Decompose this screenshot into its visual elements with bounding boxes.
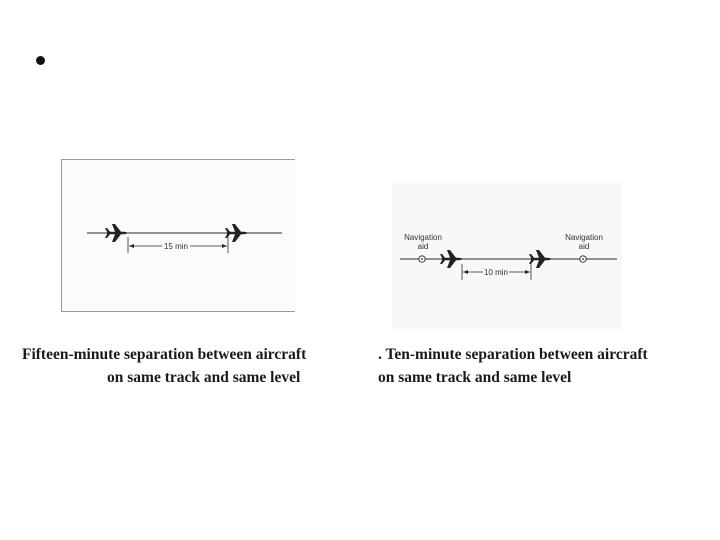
nav-aid-right-label-1: Navigation xyxy=(565,233,603,242)
caption-fifteen-line1: Fifteen-minute separation between aircra… xyxy=(22,346,307,363)
dim-arrow-left-icon xyxy=(129,244,134,248)
dim-label-10: 10 min xyxy=(484,268,508,277)
nav-aid-left-label-1: Navigation xyxy=(404,233,442,242)
dim-label-15: 15 min xyxy=(164,242,188,251)
figure-15-min-separation: 15 min xyxy=(61,159,295,312)
separation-diagram-15: 15 min xyxy=(87,224,282,253)
navigation-aid-right-icon xyxy=(579,255,587,263)
nav-aid-right-label-2: aid xyxy=(579,242,590,251)
aircraft-left-icon xyxy=(105,224,127,242)
aircraft-right-icon xyxy=(529,250,551,268)
caption-fifteen-line2: on same track and same level xyxy=(107,369,301,386)
dim-arrow-right-icon xyxy=(222,244,227,248)
caption-ten-prefix: . xyxy=(378,346,386,363)
caption-ten-line2: on same track and same level xyxy=(378,369,572,386)
caption-ten-line1: Ten-minute separation between aircraft xyxy=(385,346,648,363)
aircraft-right-icon xyxy=(225,224,247,242)
caption-fifteen-minute: Fifteen-minute separation between aircra… xyxy=(22,343,362,389)
caption-ten-minute: . Ten-minute separation between aircraft… xyxy=(378,343,708,389)
slide-bullet xyxy=(36,56,45,65)
aircraft-left-icon xyxy=(440,250,462,268)
navigation-aid-left-icon xyxy=(418,255,426,263)
figure-10-min-separation: Navigation aid Navigation aid 10 min xyxy=(392,183,622,329)
dim-arrow-left-icon xyxy=(463,270,468,274)
nav-aid-left-label-2: aid xyxy=(418,242,429,251)
dim-arrow-right-icon xyxy=(525,270,530,274)
separation-diagram-10: Navigation aid Navigation aid 10 min xyxy=(400,233,617,280)
